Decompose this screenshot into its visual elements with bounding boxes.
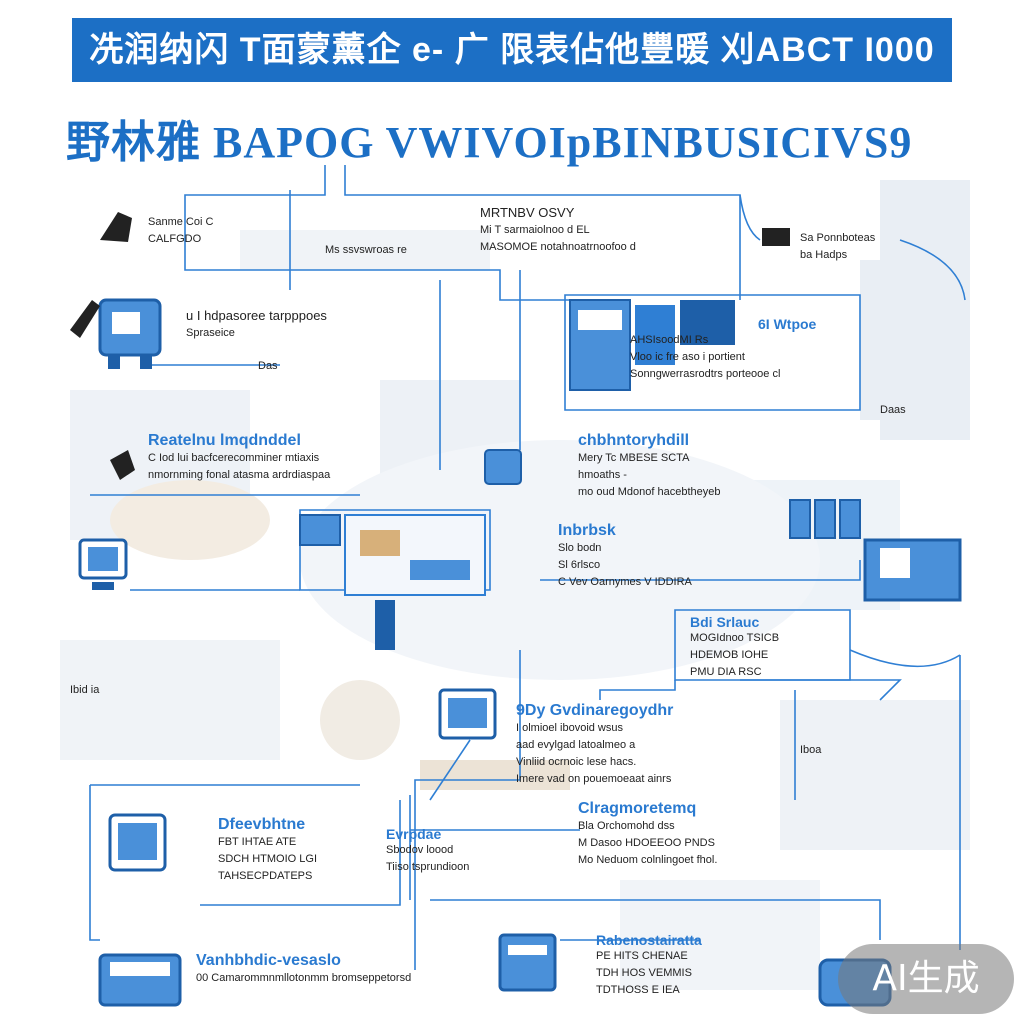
node-line: Sonngwerrasrodtrs porteooe cl (630, 368, 781, 380)
node-line: Imere vad on pouemoeaat ainrs (516, 773, 672, 785)
node-line: Sanme Coi C (148, 216, 214, 228)
node-line: PE HITS CHENAE (596, 950, 688, 962)
factory-unit-icon (299, 449, 522, 546)
page-title: 野林雅 BAPOG VWIVOIpBINBUSICIVS9 (66, 118, 913, 167)
node-n12: Evrpdae Sbodov loood Tiiso tsprundioon (386, 826, 469, 876)
node-n13: Clragmoretemq Bla Orchomohd dss M Dasoo … (578, 800, 717, 869)
node-line: Vinliid ocrnoic lese hacs. (516, 756, 637, 768)
display-panel-icon (438, 688, 497, 740)
node-line: Mo Neduom colnlingoet fhol. (578, 854, 718, 866)
node-line: mo oud Mdonof hacebtheyeb (578, 486, 721, 498)
node-line: MASOMOE notahnoatrnoofoo d (480, 241, 636, 253)
node-line: HDEMOB IOHE (690, 649, 769, 661)
node-line: nmornming fonal atasma ardrdiaspaa (148, 469, 331, 481)
node-line: C Iod lui bacfcerecomminer mtiaxis (148, 452, 320, 464)
node-line: Sbodov loood (386, 844, 454, 856)
node-line: 00 Camarommnmllotonmm bromseppetorsd (196, 972, 412, 984)
node-title: 6I Wtpoe (758, 316, 817, 332)
node-line: SDCH HTMOIO LGI (218, 853, 318, 865)
node-line: MOGIdnoo TSICB (690, 632, 780, 644)
node-n11: Dfeevbhtne FBT IHTAE ATE SDCH HTMOIO LGI… (218, 816, 317, 885)
node-line: Mery Tc MBESE SCTA (578, 452, 690, 464)
node-line: Slo bodn (558, 542, 602, 554)
node-line: Mi T sarmaiolnoo d EL (480, 224, 590, 236)
monitor-icon (78, 538, 128, 590)
machine-assembly-icon (344, 514, 486, 650)
node-title: u I hdpasoree tarpppoes (186, 308, 327, 323)
node-n1-extra: Ms ssvswroas re (325, 244, 407, 256)
node-title: chbhntoryhdill (578, 432, 690, 449)
node-line: TDH HOS VEMMIS (596, 967, 692, 979)
node-n5: 6I Wtpoe AHSIsoodMI Rs Vloo ic fre aso i… (630, 316, 816, 383)
node-title: MRTNBV OSVY (480, 205, 575, 220)
node-line: Spraseice (186, 327, 235, 339)
node-title: Evrpdae (386, 826, 442, 842)
node-title: Reatelnu lmqdnddel (148, 432, 301, 449)
node-line: Sa Ponnboteas (800, 232, 876, 244)
control-panel-icon (569, 299, 735, 391)
node-n6: Reatelnu lmqdnddel C Iod lui bacfcerecom… (148, 432, 330, 484)
node-title: Vanhbhdic-vesaslo (196, 952, 341, 969)
side-label: Iboa (800, 744, 822, 756)
node-line: C Vev Oarnymes V IDDIRA (558, 576, 692, 588)
faded-city-backdrop (60, 180, 970, 990)
node-n8: Inbrbsk Slo bodn Sl 6rlsco C Vev Oarnyme… (558, 522, 692, 591)
node-title: Bdi Srlauc (690, 614, 760, 630)
conveyor-machine-icon (98, 953, 182, 1007)
node-line: aad evylgad latoalmeo a (516, 739, 636, 751)
node-n1: Sanme Coi C CALFGDO (148, 214, 213, 248)
node-n15: Rabenostairatta PE HITS CHENAE TDH HOS V… (596, 932, 702, 999)
node-title: Dfeevbhtne (218, 816, 306, 833)
node-n14: Vanhbhdic-vesaslo 00 Camarommnmllotonmm … (196, 952, 411, 987)
node-title: 9Dy Gvdinaregoydhr (516, 702, 674, 719)
cabinet-icon (498, 933, 557, 992)
node-n4-extra: Das (258, 360, 278, 372)
side-label: Ibid ia (70, 684, 100, 696)
connector-lines (89, 165, 966, 970)
node-line: Vloo ic fre aso i portient (630, 351, 745, 363)
node-line: TDTHOSS E IEA (596, 984, 680, 996)
node-line: Sl 6rlsco (558, 559, 601, 571)
tablet-icon (108, 813, 167, 872)
node-line: PMU DIA RSC (690, 666, 762, 678)
robot-machine-icon (98, 298, 162, 369)
node-line: TAHSECPDATEPS (218, 870, 313, 882)
node-line: Tiiso tsprundioon (386, 861, 470, 873)
node-n7: chbhntoryhdill Mery Tc MBESE SCTA hmoath… (578, 432, 721, 501)
node-title: Inbrbsk (558, 522, 616, 539)
side-label: Daas (880, 404, 906, 416)
node-title: Rabenostairatta (596, 932, 702, 948)
node-line: M Dasoo HDOEEOO PNDS (578, 837, 715, 849)
node-line: AHSIsoodMI Rs (630, 334, 709, 346)
node-line: I olmioel ibovoid wsus (516, 722, 623, 734)
node-n4: u I hdpasoree tarpppoes Spraseice (186, 306, 327, 342)
node-n10: 9Dy Gvdinaregoydhr I olmioel ibovoid wsu… (516, 702, 673, 788)
header-banner: 冼润纳闪 T面蒙薰企 e- 广 限表佔他豐暖 刈ABCT I000 (72, 18, 952, 82)
tool-icon (70, 212, 790, 480)
node-line: FBT IHTAE ATE (218, 836, 297, 848)
node-line: ba Hadps (800, 249, 848, 261)
node-n2: MRTNBV OSVY Mi T sarmaiolnoo d EL MASOMO… (480, 203, 636, 256)
node-title: Clragmoretemq (578, 800, 697, 817)
pumps-icon (789, 499, 962, 602)
ai-generated-watermark: AI生成 (838, 944, 1014, 1014)
node-n9: Bdi Srlauc MOGIdnoo TSICB HDEMOB IOHE PM… (690, 614, 779, 681)
node-line: CALFGDO (148, 233, 202, 245)
node-line: hmoaths - (578, 469, 627, 481)
node-n3: Sa Ponnboteas ba Hadps (800, 230, 875, 264)
node-line: Bla Orchomohd dss (578, 820, 675, 832)
